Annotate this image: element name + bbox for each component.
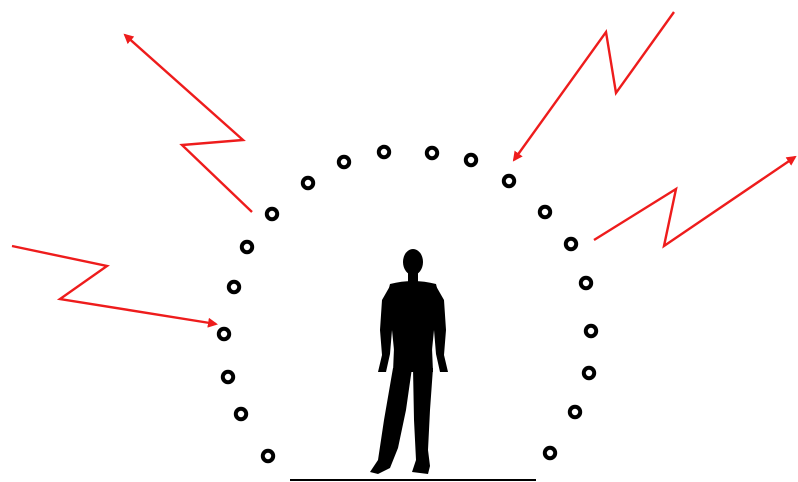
sensor-node (263, 451, 273, 461)
sensor-node (566, 239, 576, 249)
person-head (403, 249, 423, 275)
sensor-node (219, 329, 229, 339)
person-torso (386, 281, 440, 350)
signal-arrow-top-left (125, 35, 252, 212)
sensor-node (229, 282, 239, 292)
sensor-node (339, 157, 349, 167)
sensor-node (581, 278, 591, 288)
sensor-node (570, 407, 580, 417)
sensor-node (379, 147, 389, 157)
sensor-node (545, 448, 555, 458)
signal-arrow-top-right (514, 12, 674, 160)
sensor-node (303, 178, 313, 188)
sensor-node (242, 242, 252, 252)
sensor-node (504, 176, 514, 186)
signal-arrow-right (594, 157, 795, 246)
sensor-node (267, 209, 277, 219)
sensor-node (223, 372, 233, 382)
signal-arrow-left (12, 246, 216, 324)
sensor-node (540, 207, 550, 217)
sensor-node (427, 148, 437, 158)
sensor-node (584, 368, 594, 378)
person-neck (408, 272, 418, 282)
signal-arrows (12, 12, 795, 324)
sensor-node (586, 326, 596, 336)
person-left-leg (370, 368, 412, 474)
person-silhouette (370, 249, 448, 474)
person-right-leg (412, 368, 433, 474)
sensor-node (236, 409, 246, 419)
sensor-node (466, 155, 476, 165)
